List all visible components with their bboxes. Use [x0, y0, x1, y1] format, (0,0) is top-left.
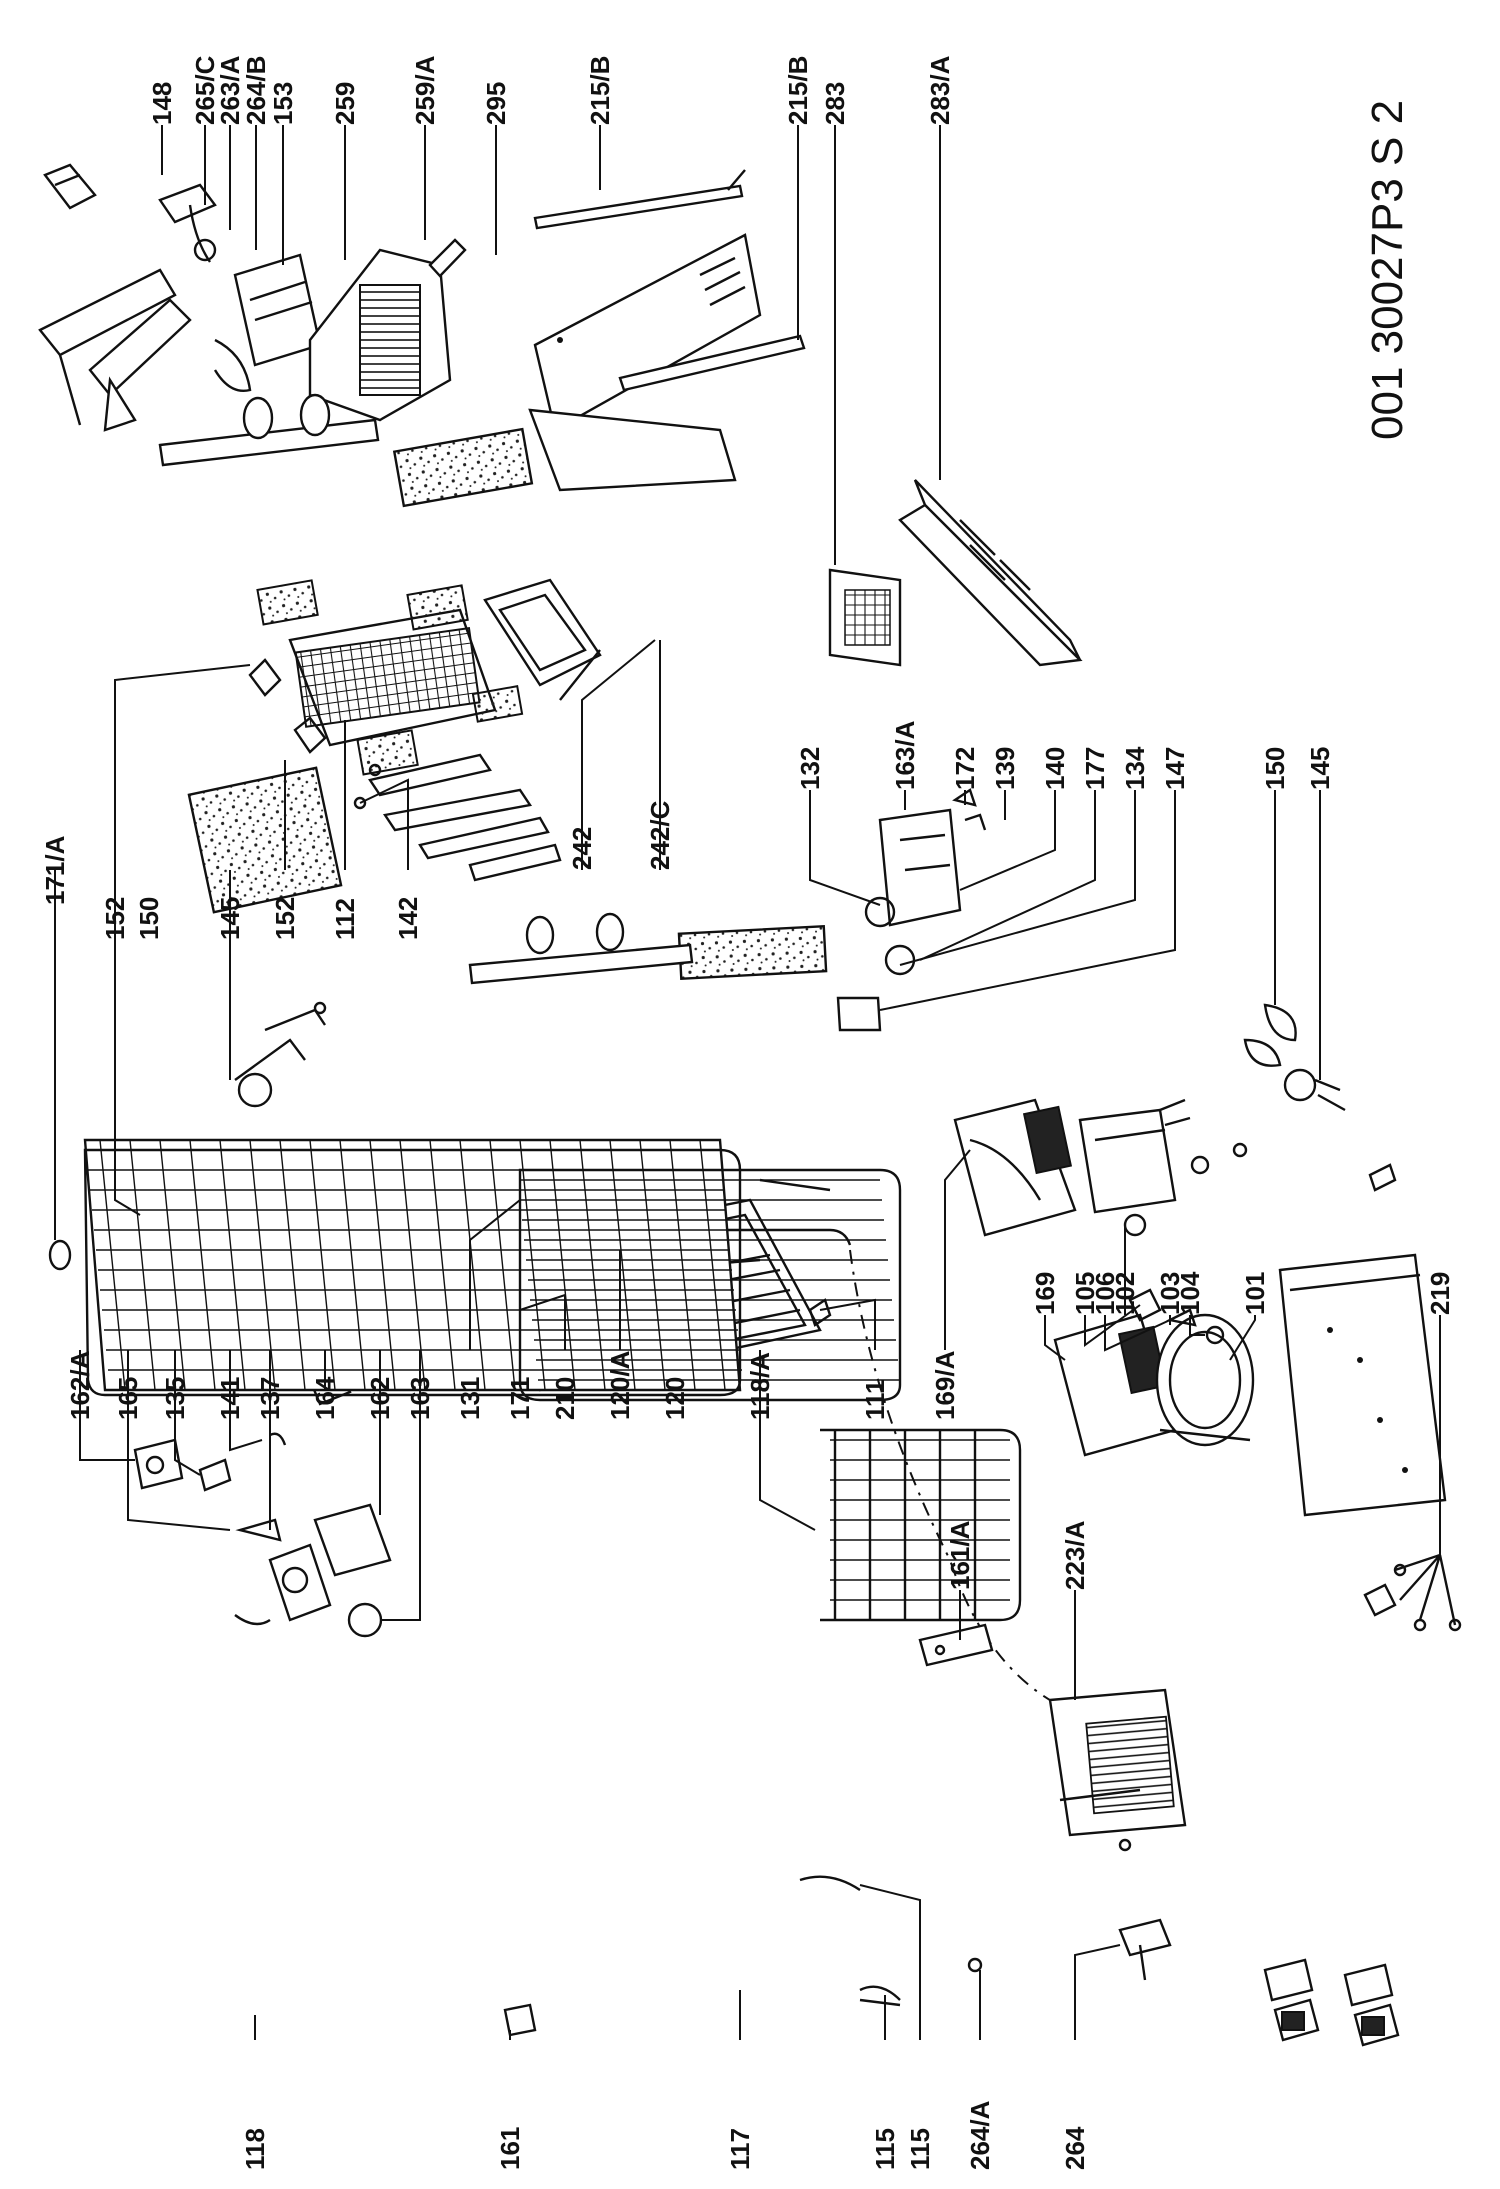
label-210: 210 [550, 1377, 580, 1420]
label-139: 139 [990, 747, 1020, 790]
label-264-a: 264/A [965, 2100, 995, 2170]
label-177: 177 [1080, 747, 1110, 790]
label-150-a: 150 [134, 897, 164, 940]
label-134: 134 [1120, 746, 1150, 790]
label-120-a: 120/A [605, 1350, 635, 1420]
label-103: 103 [1155, 1272, 1185, 1315]
label-118-a: 118/A [745, 1352, 775, 1420]
label-140: 140 [1040, 747, 1070, 790]
label-283-a: 283/A [925, 55, 955, 125]
label-115-a: 115 [870, 2128, 900, 2170]
label-118: 118 [240, 2128, 270, 2170]
label-153: 153 [268, 82, 298, 125]
label-165: 165 [113, 1377, 143, 1420]
label-163: 163 [405, 1377, 435, 1420]
label-142: 142 [393, 897, 423, 940]
condenser-coils [83, 1138, 902, 1402]
label-264: 264 [1060, 2126, 1090, 2170]
label-106: 106 [1090, 1272, 1120, 1315]
label-172: 172 [950, 747, 980, 790]
label-120: 120 [660, 1377, 690, 1420]
label-259-a: 259/A [410, 55, 440, 125]
label-135: 135 [160, 1377, 190, 1420]
label-152-a: 152 [100, 897, 130, 940]
label-141: 141 [215, 1377, 245, 1420]
label-152-b: 152 [270, 897, 300, 940]
label-215-b: 215/B [783, 56, 813, 125]
label-145-a: 145 [215, 897, 245, 940]
label-242: 242 [567, 827, 597, 870]
label-162: 162 [365, 1377, 395, 1420]
label-115-b: 115 [905, 2128, 935, 2170]
top-components [38, 163, 1083, 667]
label-223-a: 223/A [1060, 1520, 1090, 1590]
drawing-code: 001 30027P3 S 2 [1363, 100, 1412, 440]
label-132: 132 [795, 747, 825, 790]
label-169-a: 169/A [930, 1350, 960, 1420]
label-150-b: 150 [1260, 747, 1290, 790]
label-104: 104 [1175, 1271, 1205, 1315]
middle-components [187, 578, 987, 1032]
leader-lines [54, 125, 1441, 2040]
label-242-c: 242/C [645, 800, 675, 870]
label-164: 164 [310, 1376, 340, 1420]
thermostat-group [133, 1366, 392, 1638]
label-295: 295 [481, 82, 511, 125]
label-171-a: 171/A [40, 835, 70, 905]
label-259: 259 [330, 82, 360, 125]
label-101: 101 [1240, 1272, 1270, 1315]
label-102: 102 [1110, 1272, 1140, 1315]
label-131: 131 [455, 1377, 485, 1420]
label-263-a: 263/A [215, 55, 245, 125]
label-265-c: 265/C [190, 55, 220, 125]
part-labels: 148 265/C 263/A 264/B 153 259 259/A 295 … [40, 55, 1455, 2170]
label-283: 283 [820, 82, 850, 125]
label-117: 117 [725, 2128, 755, 2170]
label-105: 105 [1070, 1272, 1100, 1315]
label-161-a: 161/A [945, 1520, 975, 1590]
label-148: 148 [147, 82, 177, 125]
label-161: 161 [495, 2127, 525, 2170]
label-162-a: 162/A [65, 1350, 95, 1420]
label-169: 169 [1030, 1272, 1060, 1315]
label-137: 137 [255, 1377, 285, 1420]
label-264-b: 264/B [241, 56, 271, 125]
label-112: 112 [330, 898, 360, 940]
label-171: 171 [505, 1377, 535, 1420]
label-111: 111 [860, 1379, 890, 1420]
label-219: 219 [1425, 1272, 1455, 1315]
label-145-b: 145 [1305, 747, 1335, 790]
label-215-b-top: 215/B [585, 56, 615, 125]
label-147: 147 [1160, 747, 1190, 790]
label-163-a: 163/A [890, 720, 920, 790]
bottom-components [503, 1428, 1400, 2047]
compressor-group [953, 1003, 1462, 1632]
